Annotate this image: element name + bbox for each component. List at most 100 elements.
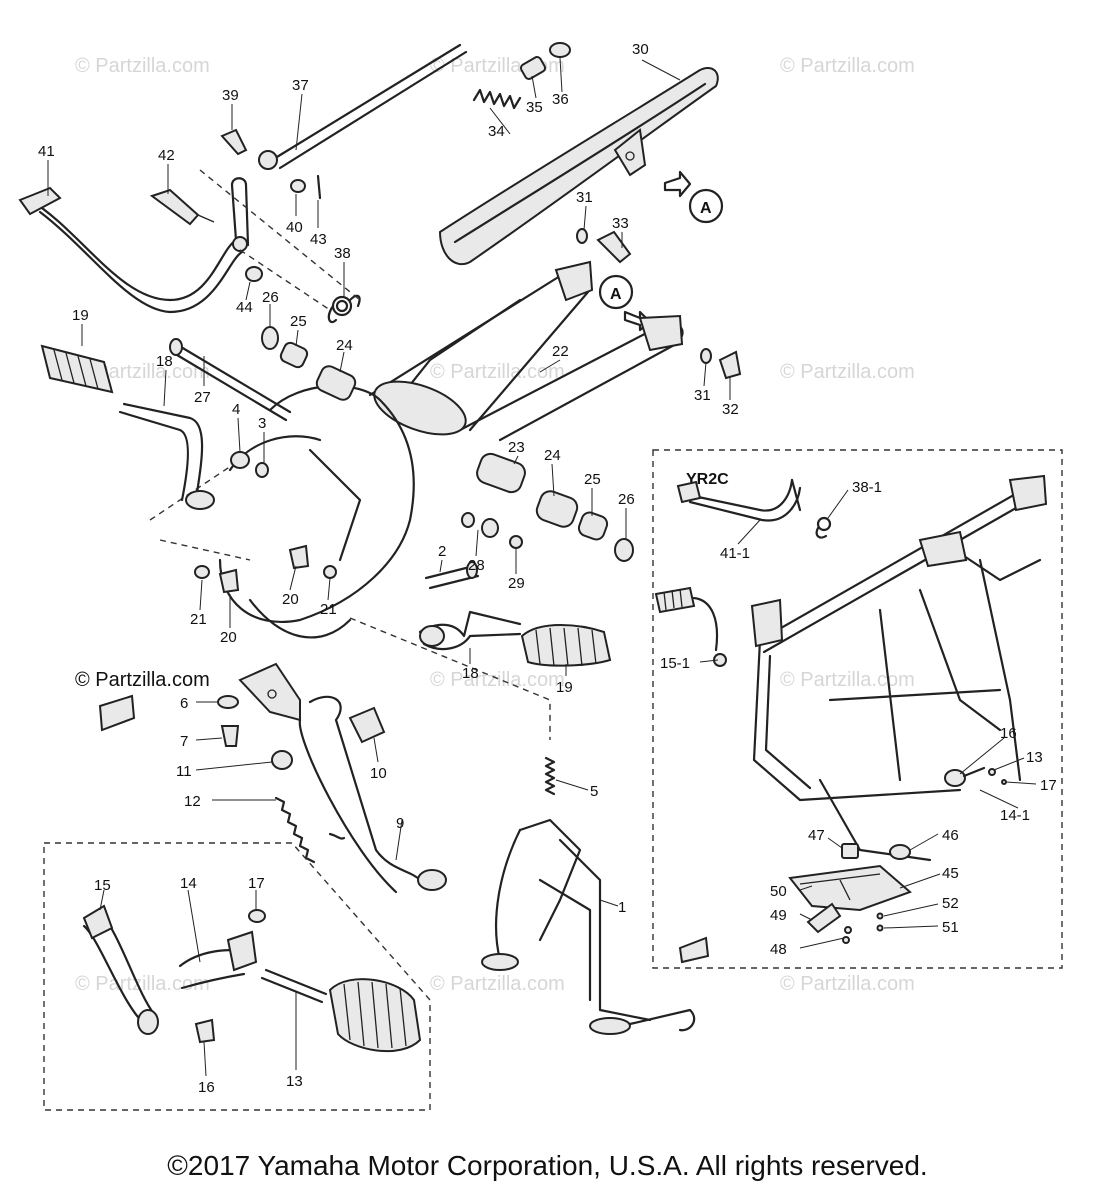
bushing-23 [476,452,526,494]
part-labels: 41 42 39 37 40 43 38 44 26 25 24 19 18 2… [38,41,1057,1096]
part-label: 18 [156,353,173,370]
part-label: 33 [612,215,629,232]
nut-29 [509,535,523,549]
shaft-13 [260,968,328,1004]
part-label: 35 [526,99,543,116]
footrest-rubber-19-lower [520,624,612,667]
bracket-plate [238,662,301,722]
part-label: 31 [576,189,593,206]
spring-5 [544,756,556,796]
callout-letter: A [610,286,622,303]
bushing-25-upper [279,341,309,369]
watermark: © Partzilla.com [430,973,565,995]
part-label: 36 [552,91,569,108]
part-label: 45 [942,865,959,882]
rubber-13 [328,978,422,1053]
part-label: 17 [248,875,265,892]
spring-38 [327,294,361,324]
bolt-33 [596,230,632,264]
nut-44 [245,266,263,282]
part-label: 51 [942,919,959,936]
part-label: 47 [808,827,825,844]
part-label: 26 [262,289,279,306]
footrest-rubber-19-upper [40,344,114,394]
spring-34 [472,88,522,110]
part-label: 7 [180,733,188,750]
washer-31-lower [700,348,712,364]
part-label: 2 [438,543,446,560]
pivot-parts-yr2c [944,766,1007,787]
washers-28 [461,512,499,538]
part-label: 5 [590,783,598,800]
washer-21-left [194,565,210,579]
fwd-tag [98,694,136,732]
part-label: 19 [72,307,89,324]
part-label: 38-1 [852,479,882,496]
bushing-25-lower [577,511,609,541]
part-label: 39 [222,87,239,104]
washer-6 [217,695,239,709]
part-label: 50 [770,883,787,900]
part-label: 4 [232,401,240,418]
bolt-20-left [218,568,240,594]
part-label: 32 [722,401,739,418]
pin-17 [248,909,266,923]
footrest-14 [178,930,258,990]
watermark: © Partzilla.com [780,973,915,995]
inset-box-yr2c [652,449,1063,969]
part-label: 17 [1040,777,1057,794]
plate-49 [806,902,842,934]
watermark: © Partzilla.com [75,55,210,77]
footrest-15 [82,904,159,1035]
callout-a-top: A [663,170,724,224]
bushing-24-upper [315,365,357,401]
part-label: 18 [462,665,479,682]
part-label: 21 [320,601,337,618]
fwd-tag-yr2c [678,936,710,964]
part-label: 21 [190,611,207,628]
part-label: 25 [584,471,601,488]
watermark: © Partzilla.com [430,361,565,383]
bolt-16 [194,1018,216,1044]
nut-11 [271,750,293,770]
part-label: 12 [184,793,201,810]
washer-40 [290,179,306,193]
part-label: 23 [508,439,525,456]
part-label: 22 [552,343,569,360]
chain-guard-30 [438,67,719,265]
part-label: 48 [770,941,787,958]
nut-4 [230,451,250,469]
watermark-group: © Partzilla.com © Partzilla.com © Partzi… [75,55,915,995]
part-label: 13 [1026,749,1043,766]
bushing-24-lower [535,490,579,528]
part-label: 43 [310,231,327,248]
footrest-bar-18-upper [118,402,215,510]
washer-31-upper [576,228,588,244]
part-label: 52 [942,895,959,912]
watermark: © Partzilla.com [780,361,915,383]
leader-lines [47,57,1037,1077]
bolt-39 [220,128,248,156]
part-label: 24 [544,447,561,464]
shaft-27 [169,338,292,422]
part-label: 26 [618,491,635,508]
part-label: 3 [258,415,266,432]
part-label: 15 [94,877,111,894]
part-label: 13 [286,1073,303,1090]
part-label: 19 [556,679,573,696]
bolts-48 [842,926,852,944]
bolt-10 [348,706,386,744]
part-label: 24 [336,337,353,354]
brake-pedal-41-1 [676,478,802,522]
callout-letter: A [700,200,712,217]
part-label: 9 [396,815,404,832]
watermark: © Partzilla.com [75,973,210,995]
part-label: 14-1 [1000,807,1030,824]
brake-pedal-41 [18,177,250,314]
part-label: 41 [38,143,55,160]
part-label: 14 [180,875,197,892]
washer-26-lower [614,538,634,562]
watermark: © Partzilla.com [780,669,915,691]
part-label: 16 [1000,725,1017,742]
